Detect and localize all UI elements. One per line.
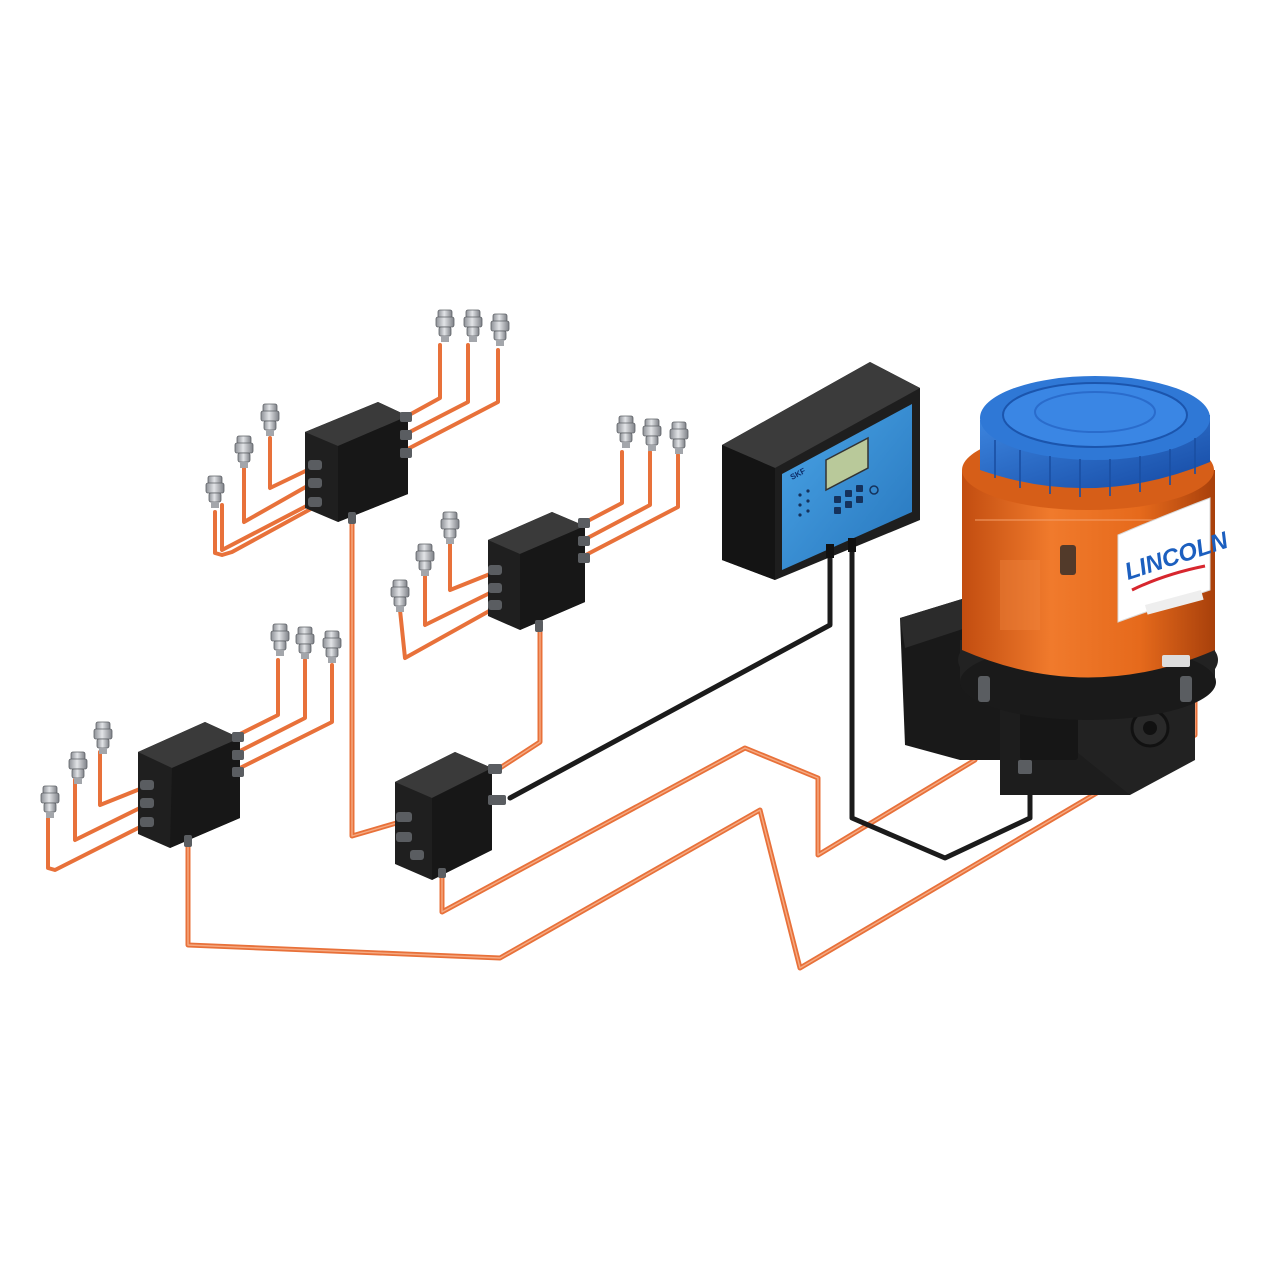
grease-fitting-icon bbox=[490, 313, 510, 347]
grease-fitting-icon bbox=[616, 415, 636, 449]
grease-fitting-icon bbox=[390, 579, 410, 613]
grease-fitting-icon bbox=[463, 309, 483, 343]
divider-block-lower bbox=[40, 623, 342, 872]
divider-block-top bbox=[205, 309, 510, 557]
grease-fitting-icon bbox=[642, 418, 662, 452]
control-cables bbox=[507, 545, 1033, 861]
grease-fitting-icon bbox=[93, 721, 113, 755]
grease-fitting-icon bbox=[270, 623, 290, 657]
lubrication-pump-icon: LINCOLN bbox=[900, 376, 1232, 795]
feed-line-3 bbox=[349, 517, 403, 839]
controller-box-icon: SKF bbox=[722, 362, 920, 580]
master-divider-block bbox=[395, 752, 506, 880]
grease-fitting-icon bbox=[440, 511, 460, 545]
grease-fitting-icon bbox=[68, 751, 88, 785]
grease-fitting-icon bbox=[322, 630, 342, 664]
grease-fitting-icon bbox=[260, 403, 280, 437]
grease-fitting-icon bbox=[295, 626, 315, 660]
cable-to-divider bbox=[507, 550, 833, 801]
grease-fitting-icon bbox=[234, 435, 254, 469]
divider-block-middle bbox=[390, 415, 689, 660]
grease-fitting-icon bbox=[435, 309, 455, 343]
grease-fitting-icon bbox=[40, 785, 60, 819]
cable-to-pump bbox=[849, 545, 1033, 861]
grease-fitting-icon bbox=[415, 543, 435, 577]
grease-fitting-icon bbox=[669, 421, 689, 455]
